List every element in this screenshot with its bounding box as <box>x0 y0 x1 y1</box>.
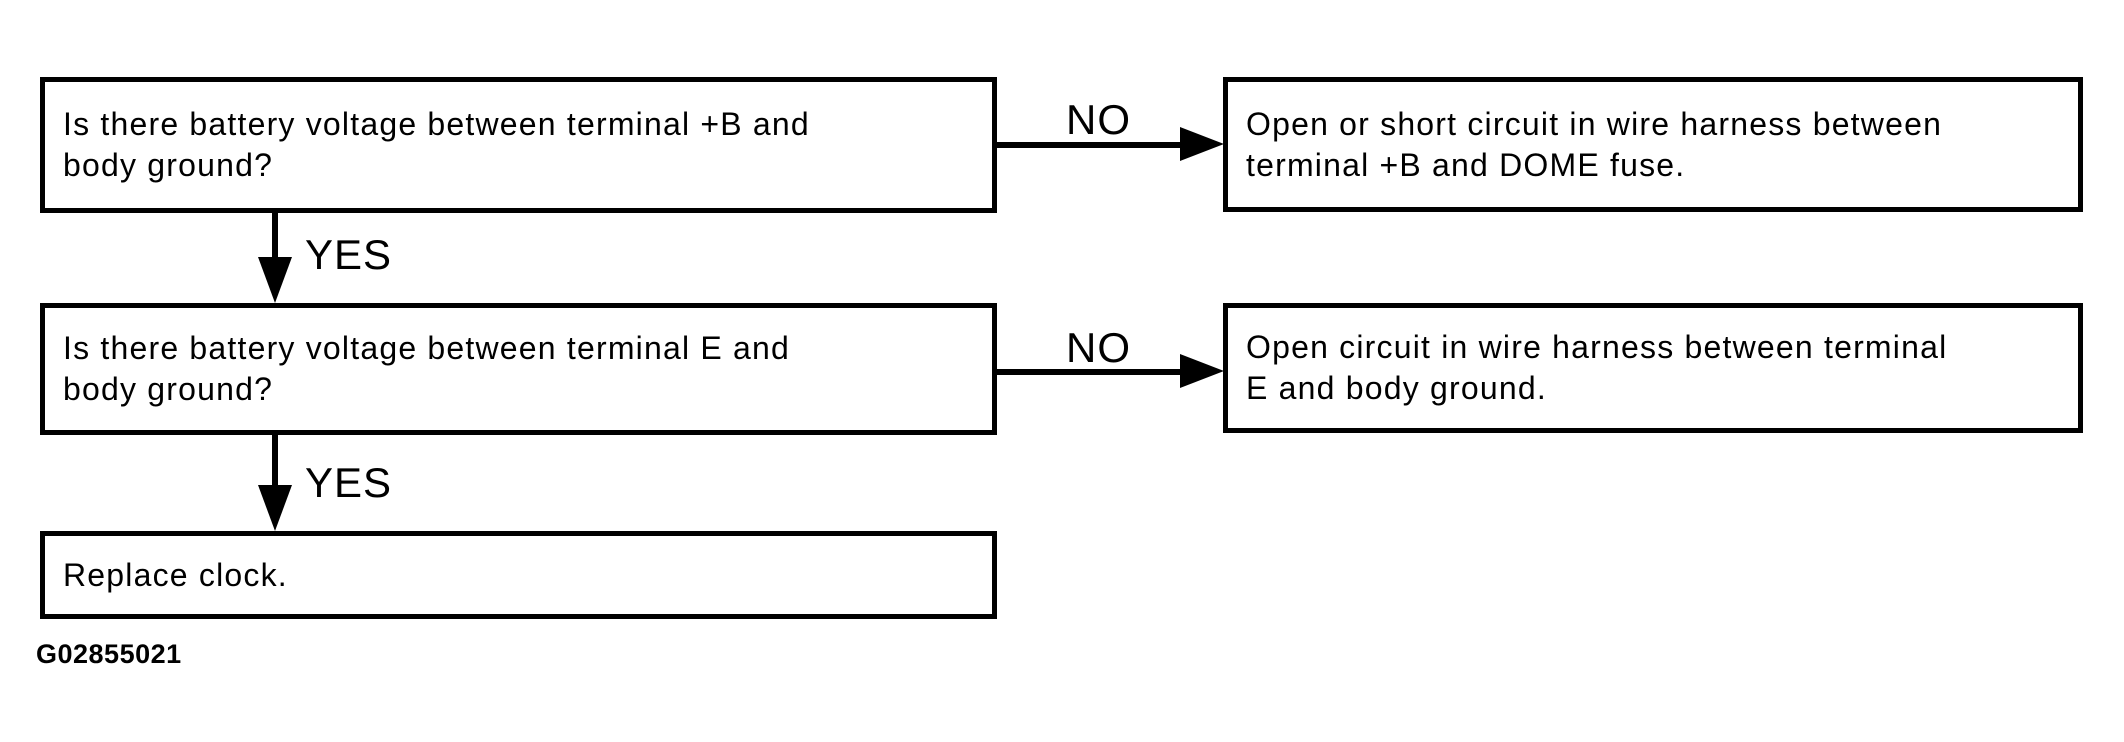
yes-label-2: YES <box>305 459 393 506</box>
no-label-1: NO <box>1066 96 1131 143</box>
yes-arrow-1-line <box>272 213 278 263</box>
no-arrow-2-line <box>997 369 1183 375</box>
decision-box-battery-voltage-e-text: Is there battery voltage between termina… <box>63 330 791 407</box>
decision-box-battery-voltage-e: Is there battery voltage between termina… <box>40 303 997 435</box>
action-box-replace-clock: Replace clock. <box>40 531 997 619</box>
yes-arrow-2-line <box>272 435 278 490</box>
no-arrow-1-line <box>997 142 1183 148</box>
result-box-open-short-circuit-text: Open or short circuit in wire harness be… <box>1246 105 1943 183</box>
no-label-2: NO <box>1066 324 1131 371</box>
result-box-open-short-circuit: Open or short circuit in wire harness be… <box>1223 77 2083 212</box>
yes-label-1: YES <box>305 231 393 278</box>
yes-arrow-2-arrowhead-icon <box>258 485 292 531</box>
no-arrow-2-arrowhead-icon <box>1180 354 1224 388</box>
figure-id: G02855021 <box>36 639 182 669</box>
decision-box-battery-voltage-b: Is there battery voltage between termina… <box>40 77 997 213</box>
action-box-replace-clock-text: Replace clock. <box>63 556 288 593</box>
decision-box-battery-voltage-b-text: Is there battery voltage between termina… <box>63 106 810 183</box>
result-box-open-circuit: Open circuit in wire harness between ter… <box>1223 303 2083 433</box>
no-arrow-1-arrowhead-icon <box>1180 127 1224 161</box>
yes-arrow-1-arrowhead-icon <box>258 257 292 303</box>
result-box-open-circuit-text: Open circuit in wire harness between ter… <box>1246 329 1948 406</box>
